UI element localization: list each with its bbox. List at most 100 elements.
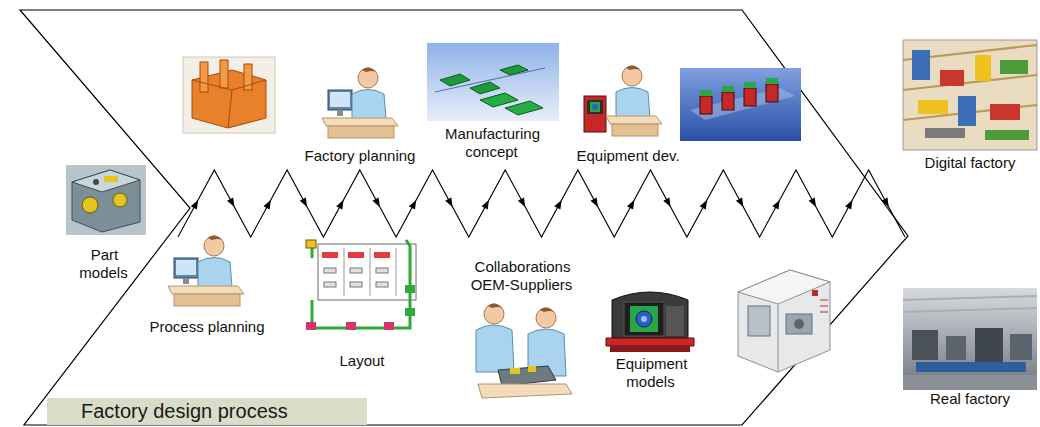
- part-model-image-part: [113, 193, 127, 207]
- arrow-head: [627, 198, 637, 209]
- collaboration-icon-part: [484, 304, 504, 324]
- layout-sketch-part: [376, 282, 388, 287]
- label-text: Collaborations OEM-Suppliers: [471, 258, 574, 293]
- arrow-head: [809, 197, 819, 208]
- arrow-head: [263, 198, 273, 209]
- equipment-model-image-part: [630, 306, 658, 332]
- equipment-model-image-part: [636, 311, 652, 327]
- equipment-developer-icon-part: [584, 96, 606, 132]
- process-planner-icon-part: [168, 235, 244, 306]
- layout-sketch-part: [374, 252, 390, 258]
- real-factory-photo-part: [912, 330, 938, 360]
- part-model-image-part: [104, 176, 118, 182]
- layout-sketch-part: [324, 282, 336, 287]
- collaboration-icon: [476, 303, 572, 398]
- arrow-head: [881, 197, 891, 208]
- layout-sketch-part: [384, 322, 394, 330]
- arrow-head: [336, 198, 346, 209]
- equipment-developer-icon-part: [592, 104, 598, 110]
- equipment-developer-icon: [584, 65, 662, 136]
- equipment-model-image-part: [666, 306, 684, 336]
- machine-tool-image-part: [812, 290, 818, 296]
- manufacturing-concept-image-part: [480, 93, 518, 107]
- machine-tool-image-part: [738, 270, 830, 304]
- equipment-model-image: [606, 292, 694, 352]
- layout-sketch-part: [370, 248, 371, 296]
- real-factory-photo-part: [1010, 334, 1032, 360]
- collaboration-icon-part: [488, 303, 502, 308]
- equipment-developer-icon-part: [626, 65, 640, 70]
- digital-factory-image: [903, 40, 1037, 150]
- manufacturing-concept-image-part: [427, 43, 559, 121]
- caption-label: Process planning: [137, 318, 277, 336]
- layout-sketch-part: [324, 268, 336, 273]
- machine-tool-image-part: [738, 270, 830, 372]
- layout-sketch-part: [344, 248, 345, 296]
- production-line-image-part: [680, 68, 801, 141]
- digital-factory-image-part: [990, 104, 1020, 120]
- cad-part-image-part: [200, 62, 208, 92]
- label-text: Process planning: [148, 318, 265, 335]
- caption-label: Digital factory: [908, 154, 1032, 172]
- machine-tool-image-part: [778, 304, 779, 372]
- label-text: Layout: [338, 352, 385, 369]
- digital-factory-image-part: [940, 70, 964, 86]
- title-band: Factory design process: [47, 398, 367, 425]
- equipment-developer-icon-part: [606, 116, 662, 124]
- caption-label: Layout: [322, 352, 402, 370]
- layout-sketch-part: [348, 252, 364, 258]
- title-text: Factory design process: [81, 400, 367, 423]
- layout-sketch-part: [405, 285, 415, 293]
- digital-factory-image-part: [903, 40, 1037, 150]
- digital-factory-image-part: [958, 96, 976, 126]
- real-factory-photo-part: [946, 336, 966, 360]
- equipment-developer-icon-part: [612, 124, 658, 136]
- equipment-developer-icon-part: [622, 66, 642, 86]
- production-line-image-part: [690, 88, 795, 120]
- production-line-image-part: [722, 92, 734, 110]
- layout-sketch-part: [346, 322, 356, 330]
- production-line-image-part: [744, 82, 756, 88]
- machine-tool-image-part: [748, 306, 770, 336]
- caption-label: Equipment dev.: [563, 147, 693, 165]
- arrow-head: [772, 198, 782, 209]
- digital-factory-image-part: [903, 40, 1037, 150]
- layout-sketch-part: [405, 308, 415, 316]
- label-text: Real factory: [929, 390, 1011, 407]
- caption-label: Equipment models: [606, 355, 696, 391]
- label-text: Equipment models: [615, 355, 688, 390]
- collaboration-icon-part: [476, 325, 514, 372]
- collaboration-icon-part: [510, 368, 520, 374]
- digital-factory-image-part: [925, 128, 965, 138]
- arrow-head: [227, 197, 237, 208]
- machine-tool-image-part: [820, 306, 828, 307]
- cad-part-image: [183, 57, 275, 133]
- arrow-head: [372, 197, 382, 208]
- equipment-model-image-part: [624, 302, 664, 336]
- layout-sketch-part: [306, 240, 316, 248]
- manufacturing-concept-image-part: [440, 74, 470, 86]
- layout-sketch-part: [376, 268, 388, 273]
- real-factory-photo-part: [903, 288, 1037, 390]
- layout-sketch-part: [396, 248, 397, 296]
- caption-label: Collaborations OEM-Suppliers: [460, 258, 584, 294]
- part-model-image-part: [82, 197, 98, 213]
- arrow-head: [300, 197, 310, 208]
- collaboration-icon-part: [540, 307, 554, 312]
- real-factory-photo: [903, 288, 1037, 390]
- label-text: Factory planning: [304, 147, 417, 164]
- planner-icon: [322, 67, 398, 138]
- caption-label: Part models: [73, 246, 135, 282]
- collaboration-icon-part: [478, 384, 572, 398]
- real-factory-photo-part: [903, 296, 1037, 312]
- digital-factory-image-part: [975, 55, 991, 81]
- caption-label: Real factory: [908, 390, 1032, 408]
- production-line-image: [680, 68, 801, 141]
- production-line-image-part: [766, 84, 778, 102]
- arrow-head: [736, 197, 746, 208]
- layout-sketch-part: [322, 252, 338, 258]
- arrow-head: [482, 198, 492, 209]
- arrow-head: [518, 197, 528, 208]
